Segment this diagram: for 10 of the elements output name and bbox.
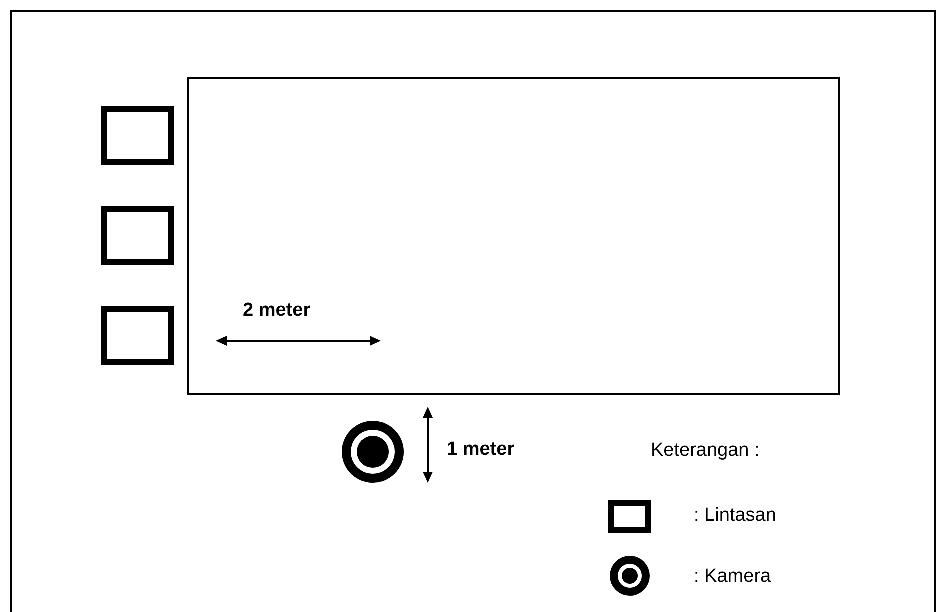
track-square [101,106,174,165]
legend-text: : Lintasan [694,505,776,527]
camera-symbol [342,421,404,483]
area-rectangle [187,77,840,395]
track-square [101,206,174,265]
track-square [101,306,174,365]
legend-heading: Keterangan : [651,440,760,462]
dimension-label: 1 meter [447,439,515,461]
legend-text: : Kamera [694,566,772,588]
dimension-label: 2 meter [243,300,311,322]
